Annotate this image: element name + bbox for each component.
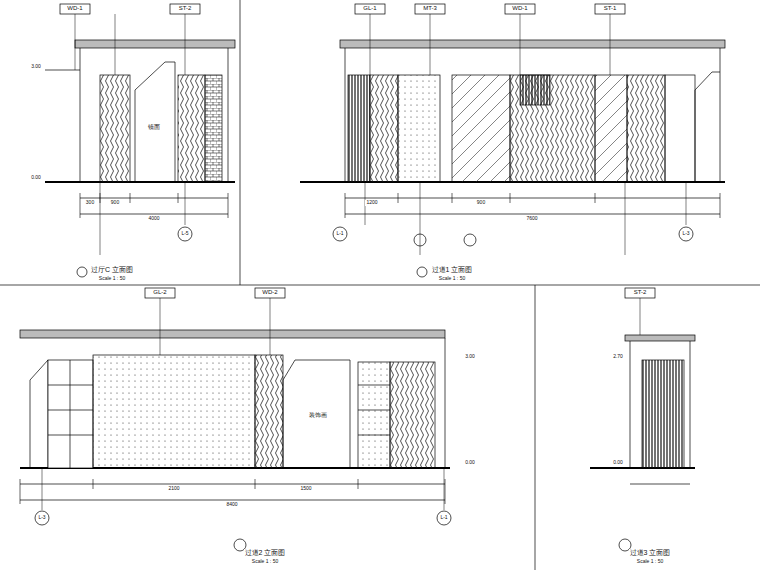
material-tag: ST-1 xyxy=(603,5,618,12)
material-tag: GL-2 xyxy=(152,289,167,296)
view-title: 过道3 立面图 xyxy=(629,549,672,557)
dimension: 4000 xyxy=(147,216,160,222)
scale-note: Scale 1 : 50 xyxy=(98,276,126,282)
level-mark: 0.00 xyxy=(464,460,476,466)
level-mark: 0.00 xyxy=(612,460,624,466)
material-tag: WD-1 xyxy=(511,5,528,12)
material-tag: MT-3 xyxy=(422,5,438,12)
view-title: 过道2 立面图 xyxy=(244,549,287,557)
material-tag: GL-1 xyxy=(362,5,377,12)
material-note: 镜面 xyxy=(147,124,161,131)
dimension: 900 xyxy=(110,200,120,206)
reference-tag: L-1 xyxy=(335,231,344,237)
material-tag: ST-2 xyxy=(633,289,648,296)
scale-note: Scale 1 : 50 xyxy=(636,559,664,565)
view-title: 过道1 立面图 xyxy=(431,266,474,274)
dimension: 1200 xyxy=(365,200,378,206)
dimension: 900 xyxy=(476,200,486,206)
dimension: 8400 xyxy=(225,502,238,508)
dimension: 300 xyxy=(85,200,95,206)
material-tag: WD-1 xyxy=(66,5,83,12)
reference-tag: L-3 xyxy=(681,231,690,237)
scale-note: Scale 1 : 50 xyxy=(251,559,279,565)
reference-tag: L-3 xyxy=(37,515,46,521)
reference-tag: L-1 xyxy=(439,515,448,521)
dimension: 7600 xyxy=(525,216,538,222)
level-mark: 2.70 xyxy=(612,354,624,360)
dimension: 1500 xyxy=(299,486,312,492)
level-mark: 0.00 xyxy=(30,175,42,181)
view-title: 过厅C 立面图 xyxy=(90,266,134,274)
material-tag: ST-2 xyxy=(178,5,193,12)
material-note: 装饰画 xyxy=(308,412,328,419)
scale-note: Scale 1 : 50 xyxy=(438,276,466,282)
level-mark: 3.00 xyxy=(464,354,476,360)
reference-tag: L-5 xyxy=(180,231,189,237)
material-tag: WD-2 xyxy=(261,289,278,296)
dimension: 2100 xyxy=(167,486,180,492)
level-mark: 3.00 xyxy=(30,64,42,70)
